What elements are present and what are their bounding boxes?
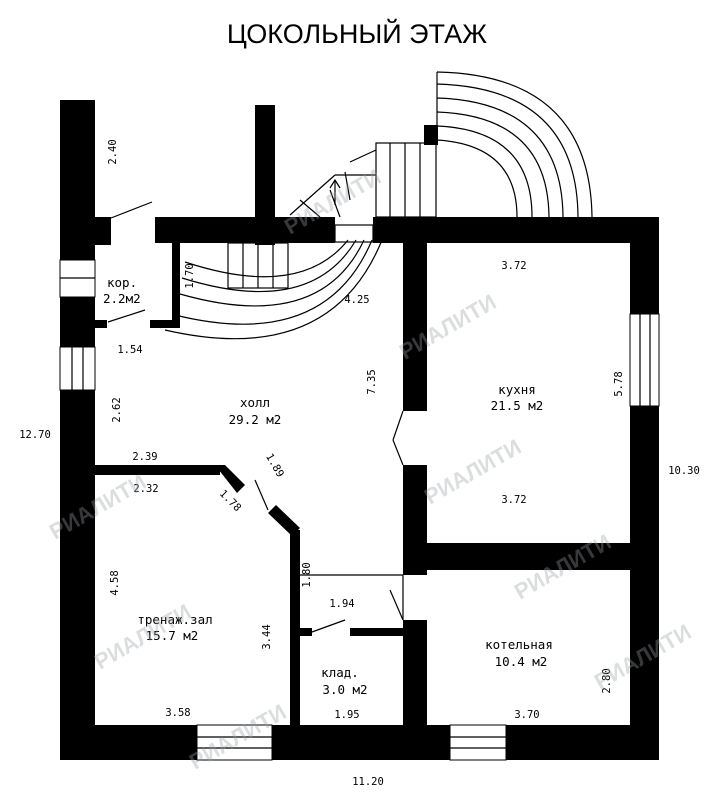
dim-overall-right: 10.30 (668, 465, 700, 477)
corridor-name: кор. (107, 275, 137, 290)
storage-name: клад. (321, 665, 359, 680)
windows (59, 259, 660, 761)
walls (60, 100, 659, 760)
dim-wall-239: 2.39 (132, 451, 157, 463)
dim-wall-232: 2.32 (133, 483, 158, 495)
dim-kitchen-bottom: 3.72 (501, 494, 526, 506)
hall-area: 29.2 м2 (229, 412, 282, 427)
dim-overall-height: 12.70 (19, 429, 51, 441)
gym-name: тренаж.зал (137, 612, 212, 627)
dim-kitchen-top: 3.72 (501, 260, 526, 272)
gym-area: 15.7 м2 (146, 628, 199, 643)
dim-storage-bottom: 1.95 (334, 709, 359, 721)
boiler-area: 10.4 м2 (495, 654, 548, 669)
dim-gym-bottom: 3.58 (165, 707, 190, 719)
staircase (164, 71, 593, 340)
dim-diag-178: 1.78 (217, 488, 243, 514)
dim-gym-inner: 3.44 (261, 624, 273, 649)
doors (107, 201, 404, 633)
dim-hall-partition: 7.35 (366, 369, 378, 394)
dim-corridor-width: 1.54 (117, 344, 142, 356)
dim-hall-depth: 2.62 (111, 397, 123, 422)
kitchen-name: кухня (498, 382, 536, 397)
boiler-name: котельная (485, 637, 553, 652)
plan-title: ЦОКОЛЬНЫЙ ЭТАЖ (227, 18, 487, 49)
dim-hall-width: 4.25 (344, 294, 369, 306)
dim-boiler-bottom: 3.70 (514, 709, 539, 721)
dim-diag-189: 1.89 (263, 452, 286, 480)
dim-gym-side: 4.58 (109, 570, 121, 595)
hall-name: холл (240, 395, 270, 410)
dim-storage-top: 1.94 (329, 598, 354, 610)
kitchen-area: 21.5 м2 (491, 398, 544, 413)
dim-overall-width: 11.20 (352, 776, 384, 788)
dim-kitchen-side: 5.78 (613, 371, 625, 396)
dim-corridor-stair: 1.70 (184, 263, 196, 288)
corridor-area: 2.2м2 (103, 291, 141, 306)
room-labels: кор. 2.2м2 холл 29.2 м2 кухня 21.5 м2 тр… (103, 275, 553, 697)
dim-storage-side: 1.80 (301, 562, 313, 587)
storage-area: 3.0 м2 (322, 682, 367, 697)
dim-boiler-side: 2.80 (601, 668, 613, 693)
dim-porch-height: 2.40 (107, 139, 119, 164)
